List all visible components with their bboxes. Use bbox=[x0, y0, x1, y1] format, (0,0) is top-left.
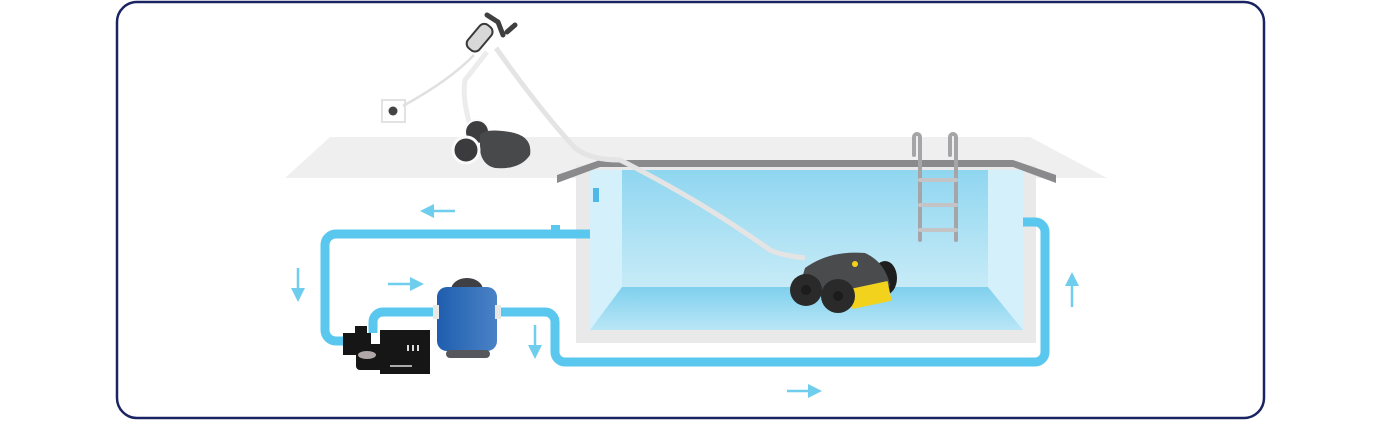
flow-arrows bbox=[291, 204, 1079, 398]
skimmer-cap bbox=[551, 225, 560, 231]
sand-filter bbox=[433, 278, 501, 358]
pool-floor bbox=[590, 287, 1023, 330]
filter-to-pool-pipe bbox=[495, 217, 1050, 367]
pool-pump bbox=[343, 326, 430, 374]
robot-caddy bbox=[381, 12, 806, 261]
pump-to-filter-pipe bbox=[368, 307, 440, 333]
pool bbox=[557, 160, 1056, 343]
skimmer-return-pipe bbox=[320, 229, 590, 346]
circulation-pipes bbox=[320, 217, 1050, 367]
pool-right-wall bbox=[988, 170, 1023, 330]
pool-left-wall bbox=[590, 170, 622, 330]
robot-cable bbox=[493, 46, 806, 261]
arrow-down-icon bbox=[528, 325, 542, 359]
arrow-right-icon bbox=[388, 277, 424, 291]
arrow-down-icon bbox=[291, 268, 305, 302]
pool-ladder bbox=[912, 132, 958, 242]
pool-coping bbox=[557, 160, 1056, 183]
arrow-left-icon bbox=[420, 204, 455, 218]
arrow-right-icon bbox=[787, 384, 822, 398]
pool-cleaner-robot bbox=[790, 252, 897, 313]
arrow-up-icon bbox=[1065, 272, 1079, 307]
